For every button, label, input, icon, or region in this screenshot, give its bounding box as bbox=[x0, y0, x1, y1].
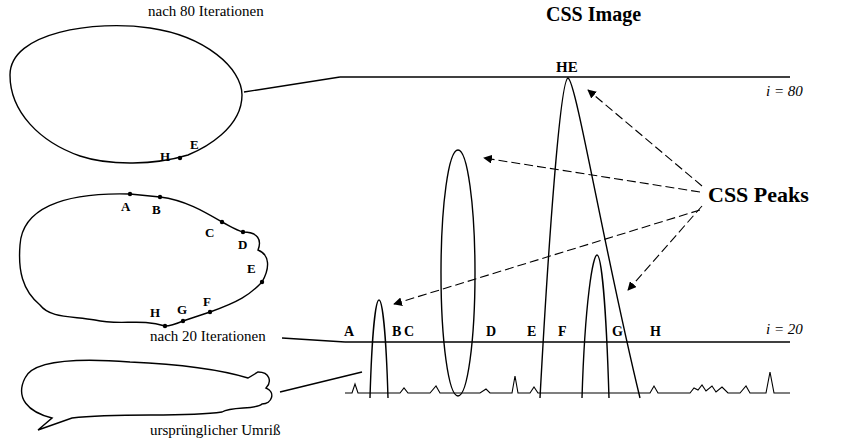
point-label: A bbox=[121, 200, 130, 213]
contour-point bbox=[158, 195, 162, 199]
contour-20 bbox=[20, 194, 268, 326]
point-label: H bbox=[150, 306, 160, 319]
pointer-arrow bbox=[484, 158, 700, 192]
css-peak bbox=[540, 78, 640, 398]
annotation-label: ursprünglicher Umriß bbox=[150, 423, 280, 438]
point-label: E bbox=[247, 262, 256, 275]
css-noise bbox=[345, 372, 790, 393]
pointer-arrow bbox=[394, 210, 700, 304]
point-label: H bbox=[650, 325, 661, 339]
level-line bbox=[345, 341, 790, 342]
css-peak bbox=[582, 255, 609, 398]
point-label: E bbox=[527, 325, 536, 339]
point-label: B bbox=[152, 203, 161, 216]
pointer-arrow bbox=[588, 90, 702, 186]
point-label: HE bbox=[554, 60, 580, 75]
contour-point bbox=[208, 310, 212, 314]
leader-line bbox=[282, 338, 345, 342]
contour-point bbox=[178, 156, 182, 160]
point-label: C bbox=[404, 325, 414, 339]
point-label: G bbox=[612, 325, 623, 339]
contour-point bbox=[260, 280, 264, 284]
point-label: F bbox=[558, 325, 567, 339]
point-label: D bbox=[238, 238, 247, 251]
level-line bbox=[340, 76, 790, 77]
css-peak bbox=[370, 300, 388, 398]
contour-point bbox=[163, 324, 167, 328]
annotation-label: nach 20 Iterationen bbox=[150, 329, 266, 344]
contour-original bbox=[22, 360, 272, 430]
leader-line bbox=[280, 372, 362, 392]
leader-line bbox=[244, 77, 340, 92]
point-label: F bbox=[203, 295, 211, 308]
contour-point bbox=[181, 319, 185, 323]
contour-80 bbox=[10, 26, 242, 163]
point-label: H bbox=[160, 150, 170, 163]
css-peak bbox=[441, 150, 475, 396]
annotation-label: CSS Peaks bbox=[706, 184, 811, 206]
image-title: CSS Image bbox=[546, 4, 641, 24]
annotation-label: i = 80 bbox=[766, 84, 803, 99]
annotation-label: nach 80 Iterationen bbox=[148, 4, 264, 19]
annotation-label: i = 20 bbox=[766, 322, 803, 337]
point-label: D bbox=[486, 325, 496, 339]
point-label: A bbox=[344, 325, 354, 339]
point-label: B bbox=[392, 325, 401, 339]
point-label: E bbox=[190, 138, 199, 151]
pointer-arrow bbox=[628, 206, 702, 290]
contour-point bbox=[220, 220, 224, 224]
point-label: C bbox=[205, 226, 214, 239]
point-label: G bbox=[177, 303, 187, 316]
contour-point bbox=[128, 192, 132, 196]
contour-point bbox=[241, 230, 245, 234]
